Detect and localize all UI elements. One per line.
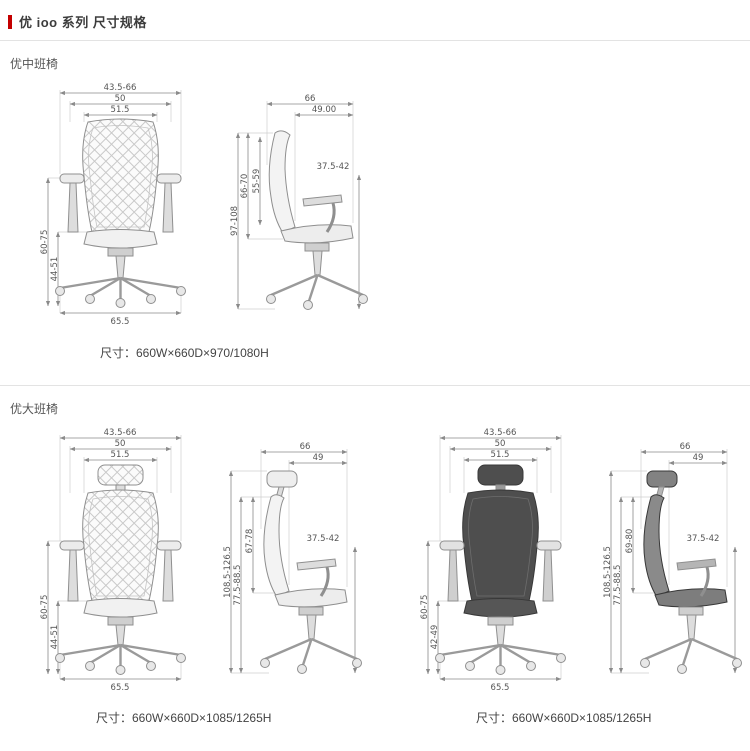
figure-group-1: 43.5-66 50 51.5 60-75 44-51 65.5 — [38, 427, 376, 726]
dim-label: 44-51 — [50, 625, 60, 650]
dim-label: 43.5-66 — [104, 83, 137, 93]
dim-label: 60-75 — [420, 595, 430, 620]
dim-label: 37.5-42 — [687, 534, 720, 544]
dimension-lines: 43.5-66 50 51.5 60-75 44-51 65.5 — [40, 83, 182, 327]
figure-back-view-medium: 43.5-66 50 51.5 60-75 44-51 65.5 — [40, 83, 186, 327]
dim-label: 65.5 — [111, 317, 130, 327]
dim-label: 43.5-66 — [104, 428, 137, 438]
dim-label: 44-51 — [50, 257, 60, 282]
dim-label: 77.5-88.5 — [613, 565, 623, 606]
extension-lines — [48, 435, 182, 679]
dim-label: 65.5 — [111, 683, 130, 693]
dim-label: 51.5 — [491, 450, 510, 460]
chair-back-drawing-dark — [435, 464, 566, 675]
extension-lines — [238, 101, 354, 310]
base-legs — [439, 643, 562, 667]
dim-label: 50 — [115, 94, 126, 104]
casters — [640, 658, 742, 674]
dim-label: 66-70 — [240, 174, 250, 199]
chair-back-drawing — [55, 118, 186, 308]
figure-side-view-medium: 66 49.00 97-108 66-70 55-59 37.5-42 — [230, 94, 368, 310]
dim-label: 55-59 — [252, 169, 262, 194]
dimension-lines: 43.5-66 50 51.5 60-75 44-51 65.5 — [40, 428, 182, 693]
figure-groups: 43.5-66 50 51.5 60-75 44-51 65.5 — [10, 427, 750, 726]
dim-label: 69-80 — [625, 529, 635, 554]
dimension-lines: 66 49.00 97-108 66-70 55-59 37.5-42 — [230, 94, 362, 310]
page-header: 优 ioo 系列 尺寸规格 — [0, 0, 750, 41]
dim-label: 43.5-66 — [484, 428, 517, 438]
figure-side-view-large-dark: 66 49 108.5-126.5 77.5-88.5 69-80 37.5-4… — [603, 442, 742, 674]
dim-label: 60-75 — [40, 595, 50, 620]
figure-back-view-large: 43.5-66 50 51.5 60-75 44-51 65.5 — [40, 428, 186, 693]
section-large-chair: 优大班椅 — [0, 386, 750, 726]
casters — [260, 658, 362, 674]
dim-label: 77.5-88.5 — [233, 565, 243, 606]
dim-label: 37.5-42 — [307, 534, 340, 544]
base-legs — [644, 637, 738, 666]
casters — [435, 653, 566, 675]
page-title: 优 ioo 系列 尺寸规格 — [19, 15, 147, 30]
chair-back-drawing — [55, 464, 186, 675]
dim-label: 66 — [680, 442, 691, 452]
dim-label: 65.5 — [491, 683, 510, 693]
dimension-lines: 66 49 108.5-126.5 77.5-88.5 67-78 37.5-4… — [223, 442, 358, 674]
figures-row: 43.5-66 50 51.5 60-75 44-51 65.5 — [38, 427, 376, 693]
section-title: 优大班椅 — [10, 402, 59, 416]
dim-label: 51.5 — [111, 450, 130, 460]
figure-back-view-large-dark: 43.5-66 50 51.5 60-75 42-49 65.5 — [420, 428, 566, 693]
section-title: 优中班椅 — [10, 57, 59, 71]
section-divider — [0, 385, 750, 386]
figures-row: 43.5-66 50 51.5 60-75 44-51 65.5 — [10, 82, 750, 328]
dim-label: 50 — [495, 439, 506, 449]
dim-label: 97-108 — [230, 206, 240, 236]
size-caption: 尺寸：660W×660D×1085/1265H — [96, 711, 272, 725]
dim-label: 108.5-126.5 — [223, 546, 233, 598]
figures-row: 43.5-66 50 51.5 60-75 42-49 65.5 — [418, 427, 750, 693]
dim-label: 49 — [313, 453, 324, 463]
dim-label: 67-78 — [245, 529, 255, 554]
section-medium-chair: 优中班椅 43.5-66 — [0, 41, 750, 361]
dim-label: 50 — [115, 439, 126, 449]
size-caption: 尺寸：660W×660D×1085/1265H — [476, 711, 652, 725]
casters — [55, 286, 186, 308]
dim-label: 108.5-126.5 — [603, 546, 613, 598]
base-legs — [264, 637, 358, 666]
dim-label: 51.5 — [111, 105, 130, 115]
dim-label: 49 — [693, 453, 704, 463]
casters — [55, 653, 186, 675]
dim-label: 60-75 — [40, 230, 50, 255]
dimension-lines: 66 49 108.5-126.5 77.5-88.5 69-80 37.5-4… — [603, 442, 738, 674]
chair-side-drawing — [260, 470, 362, 674]
base-legs — [59, 276, 182, 300]
dimension-lines: 43.5-66 50 51.5 60-75 42-49 65.5 — [420, 428, 562, 693]
size-caption: 尺寸：660W×660D×970/1080H — [100, 346, 269, 360]
dim-label: 66 — [300, 442, 311, 452]
figure-group-2: 43.5-66 50 51.5 60-75 42-49 65.5 — [418, 427, 750, 726]
chair-side-drawing-dark — [640, 470, 742, 674]
chair-side-drawing — [266, 130, 368, 310]
dim-label: 49.00 — [312, 105, 336, 115]
dim-label: 42-49 — [430, 625, 440, 650]
red-accent-bar — [8, 14, 12, 29]
figure-side-view-large: 66 49 108.5-126.5 77.5-88.5 67-78 37.5-4… — [223, 442, 362, 674]
dim-label: 37.5-42 — [317, 162, 350, 172]
base-legs — [59, 643, 182, 667]
casters — [266, 294, 368, 310]
dim-label: 66 — [305, 94, 316, 104]
base-legs — [270, 273, 364, 302]
